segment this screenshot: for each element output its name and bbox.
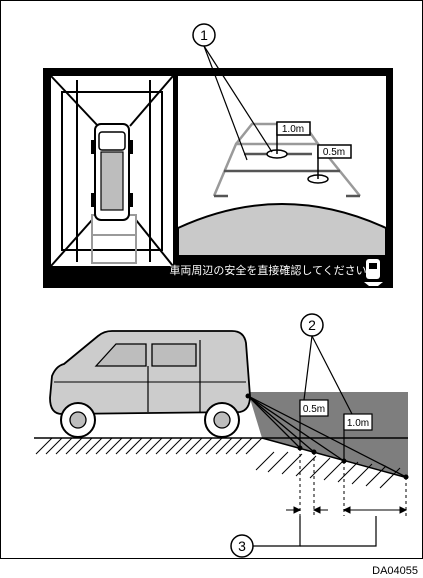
figure-code: DA04055 (372, 565, 418, 577)
vehicle-top-view-icon (91, 123, 133, 221)
callout-3-number: 3 (238, 538, 246, 554)
panoramic-view-panel (50, 75, 174, 267)
callout-2: 2 (300, 313, 353, 415)
screen-warning-message: 車両周辺の安全を直接確認してください (169, 263, 366, 277)
side-flag-near: 0.5m (299, 399, 329, 448)
callout-2-number: 2 (308, 317, 316, 333)
side-flag-far: 1.0m (343, 413, 373, 461)
camera-sight-lines (247, 395, 409, 479)
side-view-illustration: 0.5m 1.0m (34, 330, 409, 516)
screen-flag-near-label: 0.5m (323, 147, 345, 158)
vehicle-side-view-icon (49, 330, 251, 438)
dimension-arrows (286, 506, 408, 514)
callout-3: 3 (230, 516, 377, 558)
side-flag-far-label: 1.0m (347, 418, 369, 429)
ground-hatching (35, 437, 401, 489)
screen-flag-far: 1.0m (266, 121, 311, 159)
rear-bumper-shape (177, 203, 387, 257)
camera-view-icon (364, 259, 383, 286)
screen-flag-far-label: 1.0m (282, 124, 304, 135)
callout-1: 1 (192, 23, 273, 161)
callout-1-number: 1 (200, 27, 208, 43)
side-flag-near-label: 0.5m (303, 404, 325, 415)
rear-camera-panel: 1.0m 0.5m (177, 76, 387, 257)
screen-flag-near: 0.5m (307, 144, 352, 184)
monitor-screen: 1.0m 0.5m 車両周辺の安全を直接確認してください (43, 68, 393, 288)
